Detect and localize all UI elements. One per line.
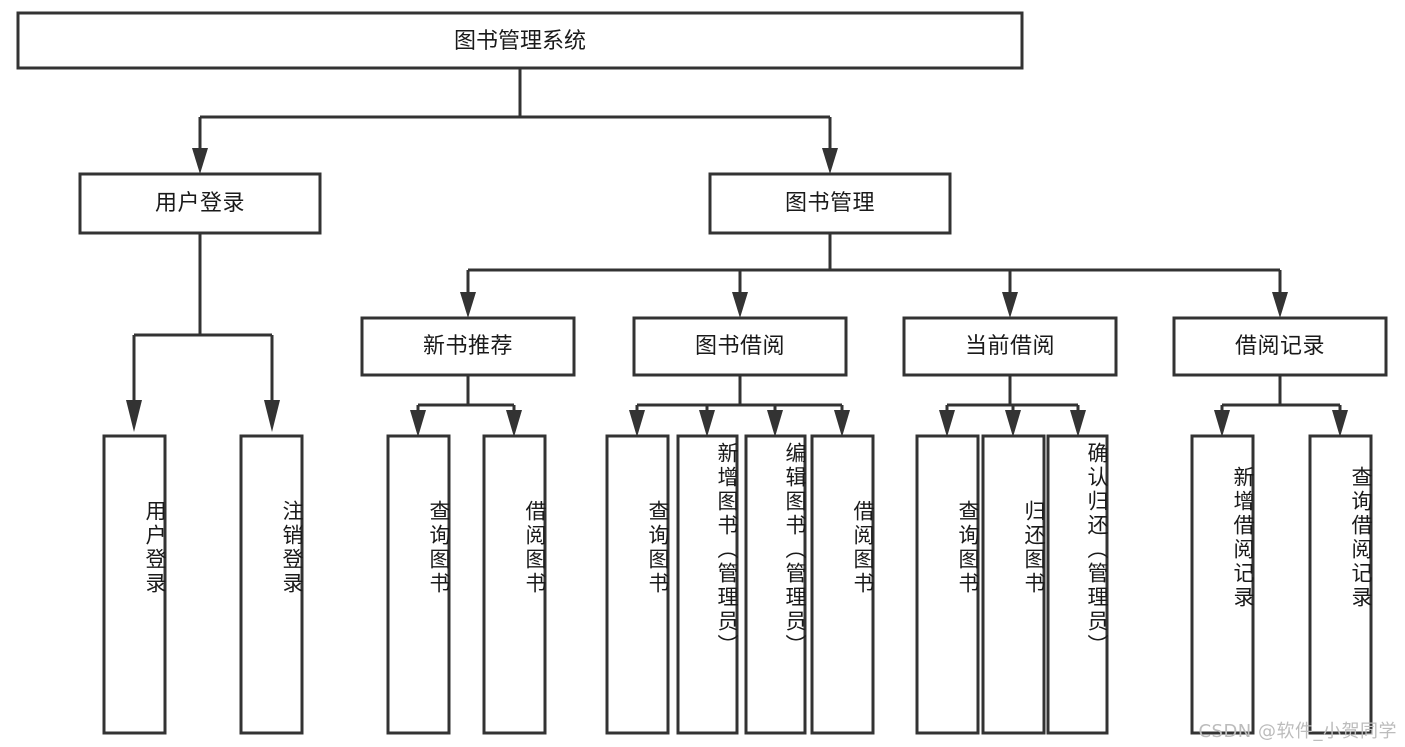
node-current-borrow-label: 当前借阅: [965, 334, 1055, 359]
leaf-box-borrow-book-1[interactable]: [482, 434, 547, 735]
arrow-leaf-confirm-return-admin: [1070, 410, 1086, 437]
node-user-login-label: 用户登录: [155, 191, 245, 216]
leaf-box-add-borrow-record[interactable]: [1190, 434, 1255, 735]
node-book-management-box[interactable]: [708, 172, 952, 235]
arrow-leaf-return-book: [1005, 410, 1021, 437]
leaf-box-confirm-return-admin[interactable]: [1046, 434, 1109, 735]
connector-group-current-borrow-children: [939, 375, 1086, 437]
leaf-box-query-borrow-record[interactable]: [1308, 434, 1373, 735]
connector-group-borrow-record-children: [1214, 375, 1348, 437]
node-current-borrow-box[interactable]: [902, 316, 1118, 377]
arrow-to-new-book-recommend: [460, 292, 476, 318]
leaf-box-borrow-book-2[interactable]: [810, 434, 875, 735]
arrow-to-user-login: [192, 148, 208, 174]
connector-group-book-borrow-children: [629, 375, 850, 437]
leaf-box-add-book-admin[interactable]: [676, 434, 739, 735]
arrow-leaf-add-borrow-record: [1214, 410, 1230, 437]
connector-group-user-login-children: [126, 233, 280, 432]
leaf-box-query-book-1[interactable]: [386, 434, 451, 735]
arrow-leaf-add-book-admin: [699, 410, 715, 437]
node-borrow-record-box[interactable]: [1172, 316, 1388, 377]
node-root[interactable]: 图书管理系统: [16, 11, 1024, 70]
connector-group-root-to-level2: [192, 68, 838, 174]
node-book-management[interactable]: 图书管理: [708, 172, 952, 235]
arrow-leaf-query-book-3: [939, 410, 955, 437]
node-book-borrow-box[interactable]: [632, 316, 848, 377]
arrow-to-current-borrow: [1002, 292, 1018, 318]
node-root-label: 图书管理系统: [454, 29, 586, 54]
leaf-box-query-book-2[interactable]: [605, 434, 670, 735]
connector-group-book-management-children: [460, 233, 1288, 318]
arrow-leaf-user-login: [126, 400, 142, 432]
arrow-to-book-borrow: [732, 292, 748, 318]
arrow-leaf-logout-login: [264, 400, 280, 432]
node-book-management-label: 图书管理: [785, 191, 875, 216]
arrow-to-book-management: [822, 148, 838, 174]
leaf-box-user-login[interactable]: [102, 434, 167, 735]
arrow-leaf-query-book-2: [629, 410, 645, 437]
leaf-box-return-book[interactable]: [981, 434, 1046, 735]
node-new-book-recommend-box[interactable]: [360, 316, 576, 377]
csdn-watermark: CSDN @软件_小贺同学: [1198, 721, 1397, 742]
leaf-box-edit-book-admin[interactable]: [744, 434, 807, 735]
arrow-leaf-borrow-book-1: [506, 410, 522, 437]
node-user-login[interactable]: 用户登录: [78, 172, 322, 235]
node-book-borrow-label: 图书借阅: [695, 334, 785, 359]
node-user-login-box[interactable]: [78, 172, 322, 235]
node-new-book-recommend[interactable]: 新书推荐: [360, 316, 576, 377]
node-borrow-record[interactable]: 借阅记录: [1172, 316, 1388, 377]
node-book-borrow[interactable]: 图书借阅: [632, 316, 848, 377]
connector-group-new-book-recommend-children: [410, 375, 522, 437]
arrow-leaf-query-book-1: [410, 410, 426, 437]
leaf-box-query-book-3[interactable]: [915, 434, 980, 735]
node-root-box[interactable]: [16, 11, 1024, 70]
node-current-borrow[interactable]: 当前借阅: [902, 316, 1118, 377]
node-new-book-recommend-label: 新书推荐: [423, 334, 513, 359]
arrow-leaf-borrow-book-2: [834, 410, 850, 437]
arrow-leaf-edit-book-admin: [767, 410, 783, 437]
arrow-leaf-query-borrow-record: [1332, 410, 1348, 437]
leaf-box-logout-login[interactable]: [239, 434, 304, 735]
arrow-to-borrow-record: [1272, 292, 1288, 318]
node-borrow-record-label: 借阅记录: [1235, 334, 1325, 359]
